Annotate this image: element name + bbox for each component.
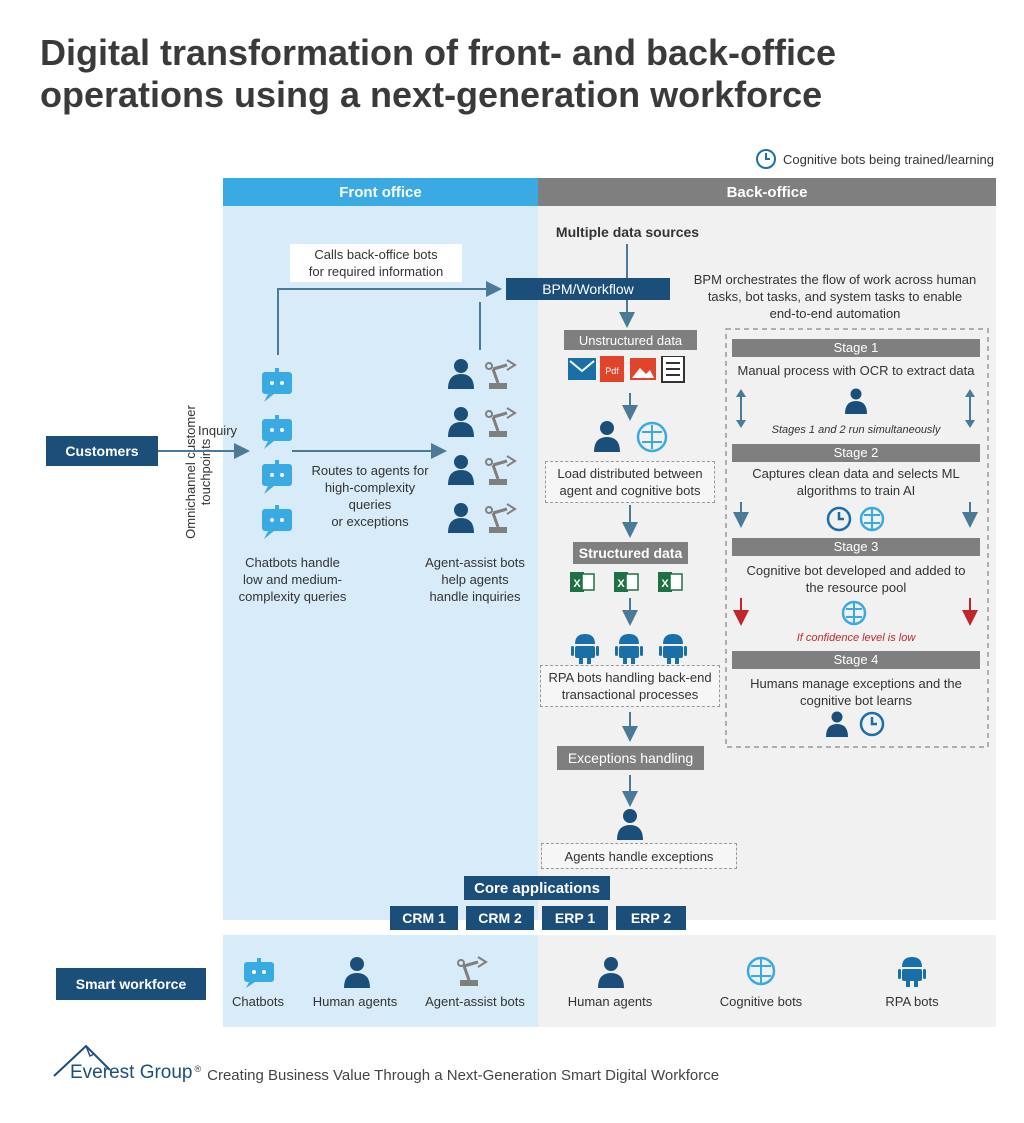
- multiple-data-sources: Multiple data sources: [555, 224, 700, 240]
- exceptions-handling-box: Exceptions handling: [557, 746, 704, 770]
- stage4-bar: Stage 4: [732, 651, 980, 669]
- agent-assist-bot-icon: [456, 954, 492, 993]
- stage2-icons: [826, 505, 888, 538]
- stage4-icons: [826, 710, 888, 743]
- footer-brand: Everest Group: [70, 1062, 193, 1083]
- smart-workforce-box: Smart workforce: [56, 968, 206, 1000]
- stage1-agent-icon: [845, 388, 867, 419]
- front-office-header: Front office: [223, 178, 538, 206]
- app-erp-1: ERP 1: [542, 906, 608, 930]
- customers-box: Customers: [46, 436, 158, 466]
- footer: Everest Group ® Creating Business Value …: [70, 1062, 719, 1084]
- stage1-text: Manual process with OCR to extract data: [737, 363, 975, 378]
- stage3-cognitive-icon: [841, 600, 867, 631]
- unstructured-data-box: Unstructured data: [564, 330, 697, 350]
- app-erp-2: ERP 2: [616, 906, 686, 930]
- pdf-icon: [600, 356, 624, 382]
- bpm-workflow-box: BPM/Workflow: [506, 278, 670, 300]
- smart-item-chatbots: Chatbots: [231, 994, 285, 1009]
- core-applications-box: Core applications: [464, 876, 610, 900]
- excel-icons: X: [570, 570, 690, 601]
- simultaneous-note: Stages 1 and 2 run simultaneously: [771, 424, 941, 436]
- agent-cognitive-icons: [594, 420, 674, 459]
- human-agent-icon: [343, 956, 371, 993]
- smart-front-panel: [223, 935, 538, 1027]
- human-agent-back-icon: [597, 956, 625, 993]
- back-office-header: Back-office: [538, 178, 996, 206]
- structured-data-box: Structured data: [573, 542, 688, 564]
- stage2-bar: Stage 2: [732, 444, 980, 462]
- smart-item-agent-assist: Agent-assist bots: [425, 994, 525, 1009]
- smart-item-rpa-bots: RPA bots: [885, 994, 939, 1009]
- app-crm-1: CRM 1: [390, 906, 458, 930]
- everest-logo: [46, 1040, 116, 1085]
- app-crm-2: CRM 2: [466, 906, 534, 930]
- svg-text:X: X: [573, 578, 581, 590]
- smart-item-human-agents-back: Human agents: [567, 994, 653, 1009]
- legend: Cognitive bots being trained/learning: [755, 148, 994, 170]
- legend-text: Cognitive bots being trained/learning: [782, 151, 994, 167]
- calls-arrow: [277, 281, 502, 355]
- agent-assist-icons: [445, 357, 525, 547]
- rpa-bot-icons: [571, 633, 691, 670]
- footer-mark: ®: [194, 1064, 202, 1074]
- stage1-bar: Stage 1: [732, 339, 980, 357]
- chatbot-icon: [243, 956, 275, 993]
- stage3-bar: Stage 3: [732, 538, 980, 556]
- smart-item-cognitive-bots: Cognitive bots: [719, 994, 803, 1009]
- inquiry-label: Inquiry: [198, 423, 238, 438]
- front-office-panel: [223, 200, 538, 920]
- bpm-description: BPM orchestrates the flow of work across…: [693, 272, 977, 321]
- agents-handle-exceptions-box: Agents handle exceptions: [541, 843, 737, 869]
- agent-icon: [616, 808, 644, 845]
- cognitive-bot-icon: [745, 955, 777, 992]
- chatbot-icons: [258, 360, 302, 545]
- clock-icon: [755, 149, 776, 169]
- smart-item-human-agents: Human agents: [312, 994, 398, 1009]
- stages-border: [725, 328, 989, 748]
- unstructured-icons: Pdf: [568, 355, 693, 389]
- email-icon: [568, 358, 596, 380]
- footer-text: Creating Business Value Through a Next-G…: [207, 1067, 720, 1084]
- low-confidence-note: If confidence level is low: [796, 632, 916, 644]
- svg-text:Pdf: Pdf: [605, 366, 619, 376]
- rpa-bot-icon: [898, 956, 926, 993]
- page-title: Digital transformation of front- and bac…: [40, 32, 837, 115]
